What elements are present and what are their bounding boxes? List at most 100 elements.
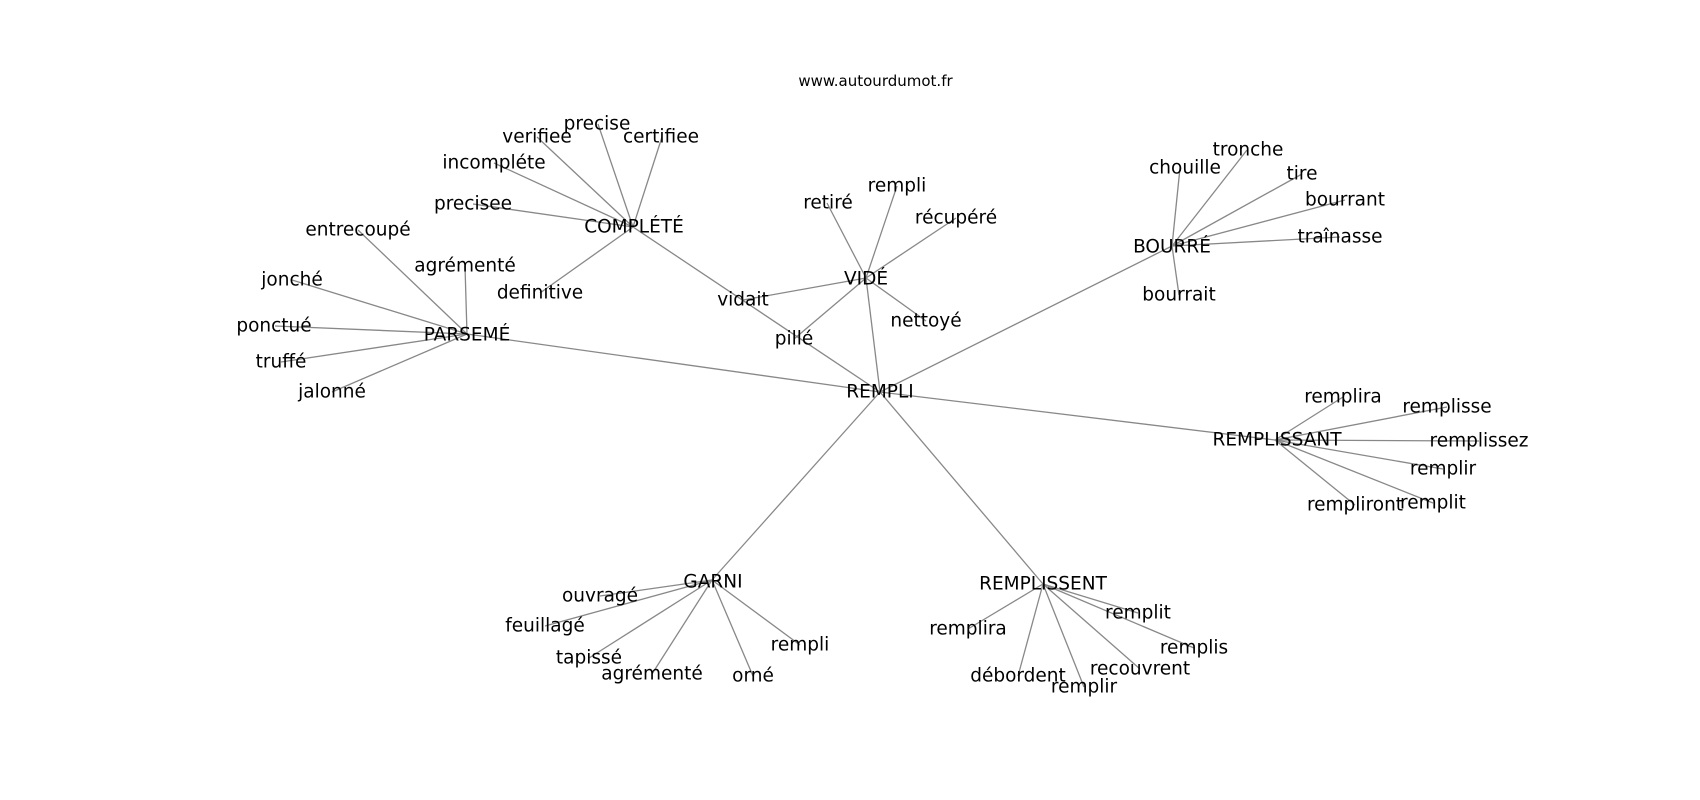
edge-hub-to-word [1274,406,1448,441]
leaf-word-node[interactable]: recouvrent [1090,659,1190,680]
leaf-word-node[interactable]: jalonné [297,382,366,403]
edge-hub-to-word [597,123,634,228]
leaf-word-node[interactable]: remplis [1160,638,1228,659]
leaf-word-node[interactable]: pillé [775,329,814,350]
leaf-word-node[interactable]: remplissez [1430,431,1529,452]
edge-hub-to-word [1171,149,1248,247]
edge-hub-to-word [1171,167,1181,247]
edge-hub-to-word [1274,439,1480,442]
leaf-word-node[interactable]: remplir [1051,677,1118,698]
edge-hub-to-word [1274,396,1344,441]
edge-hub-to-word [1017,583,1044,677]
leaf-word-node[interactable]: remplit [1105,603,1171,624]
leaf-word-node[interactable]: incompléte [442,153,545,174]
hub-word-node[interactable]: GARNI [683,572,742,593]
hub-word-node[interactable]: VIDÉ [844,268,888,290]
leaf-word-node[interactable]: verifiee [502,127,572,148]
leaf-word-node[interactable]: precise [564,114,631,135]
leaf-word-node[interactable]: certifiee [623,127,699,148]
leaf-word-node[interactable]: truffé [256,352,307,373]
edge-center-to-hub [879,245,1173,393]
site-url: www.autourdumot.fr [798,72,953,90]
edge-hub-to-word [357,229,468,335]
edge-hub-to-word [711,579,801,646]
edge-hub-to-word [472,203,634,228]
leaf-word-node[interactable]: traînasse [1297,227,1382,248]
edge-hub-to-word [632,136,663,228]
edge-hub-to-word [291,279,468,335]
edge-hub-to-word [331,333,468,393]
leaf-word-node[interactable]: tapissé [556,648,622,669]
leaf-word-node[interactable]: definitive [497,283,583,304]
edge-hub-to-word [1171,173,1303,247]
leaf-word-node[interactable]: remplira [929,619,1007,640]
leaf-word-node[interactable]: entrecoupé [305,220,410,241]
leaf-word-node[interactable]: nettoyé [890,311,961,332]
edge-hub-to-word [493,162,634,228]
leaf-word-node[interactable]: tronche [1213,140,1284,161]
leaf-word-node[interactable]: bourrant [1305,190,1385,211]
leaf-word-node[interactable]: rempli [771,635,830,656]
hub-word-node[interactable]: REMPLISSENT [979,574,1107,595]
edge-hub-to-word [1171,199,1346,247]
leaf-word-node[interactable]: tire [1287,164,1318,185]
edge-center-to-hub [711,391,881,581]
edge-center-to-hub [632,226,881,393]
edge-hub-to-word [865,277,927,322]
edge-hub-to-word [793,277,867,340]
edge-hub-to-word [588,579,713,659]
leaf-word-node[interactable]: orné [732,666,774,687]
edge-hub-to-word [274,325,468,335]
edge-hub-to-word [1171,236,1341,247]
edge-hub-to-word [967,583,1044,630]
leaf-word-node[interactable]: remplir [1410,459,1477,480]
leaf-word-node[interactable]: remplit [1400,493,1466,514]
edge-hub-to-word [651,579,713,675]
center-word-node[interactable]: REMPLI [846,382,913,403]
hub-word-node[interactable]: COMPLÉTÉ [584,216,684,238]
leaf-word-node[interactable]: bourrait [1142,285,1215,306]
edge-center-to-hub [865,277,881,393]
leaf-word-node[interactable]: chouille [1149,158,1221,179]
edge-hub-to-word [536,136,634,228]
edge-hub-to-word [1171,245,1180,296]
leaf-word-node[interactable]: agrémenté [601,664,702,685]
edge-hub-to-word [464,265,468,335]
leaf-word-node[interactable]: jonché [260,270,322,291]
leaf-word-node[interactable]: ouvragé [562,586,638,607]
leaf-word-node[interactable]: rempliront [1307,495,1403,516]
edge-hub-to-word [539,226,634,294]
leaf-word-node[interactable]: remplira [1304,387,1382,408]
leaf-word-node[interactable]: vidait [717,290,769,311]
leaf-word-node[interactable]: remplisse [1402,397,1491,418]
hub-word-node[interactable]: REMPLISSANT [1212,430,1342,451]
leaf-word-node[interactable]: precisee [434,194,512,215]
edge-hub-to-word [280,333,468,363]
edge-hub-to-word [1274,439,1444,470]
edge-hub-to-word [711,579,754,677]
edge-hub-to-word [1042,583,1195,649]
hub-word-node[interactable]: PARSEMÉ [424,324,511,346]
edge-hub-to-word [865,185,898,279]
edge-center-to-hub [879,391,1276,441]
leaf-word-node[interactable]: agrémenté [414,256,515,277]
edge-hub-to-word [599,579,713,597]
edge-hub-to-word [1274,439,1434,504]
leaf-word-node[interactable]: rempli [868,176,927,197]
edge-hub-to-word [865,217,957,279]
edge-center-to-hub [466,333,881,393]
hub-word-node[interactable]: BOURRÉ [1133,236,1211,258]
leaf-word-node[interactable]: feuillagé [505,616,585,637]
edge-hub-to-word [1274,439,1356,506]
edge-hub-to-word [1042,583,1085,688]
edge-hub-to-word [544,579,713,627]
leaf-word-node[interactable]: ponctué [236,316,311,337]
edge-hub-to-word [742,277,867,301]
edge-hub-to-word [826,202,867,279]
edge-hub-to-word [1042,583,1141,670]
leaf-word-node[interactable]: récupéré [915,208,997,229]
edge-hub-to-word [1042,583,1139,614]
leaf-word-node[interactable]: retiré [803,193,853,214]
leaf-word-node[interactable]: débordent [970,666,1066,687]
